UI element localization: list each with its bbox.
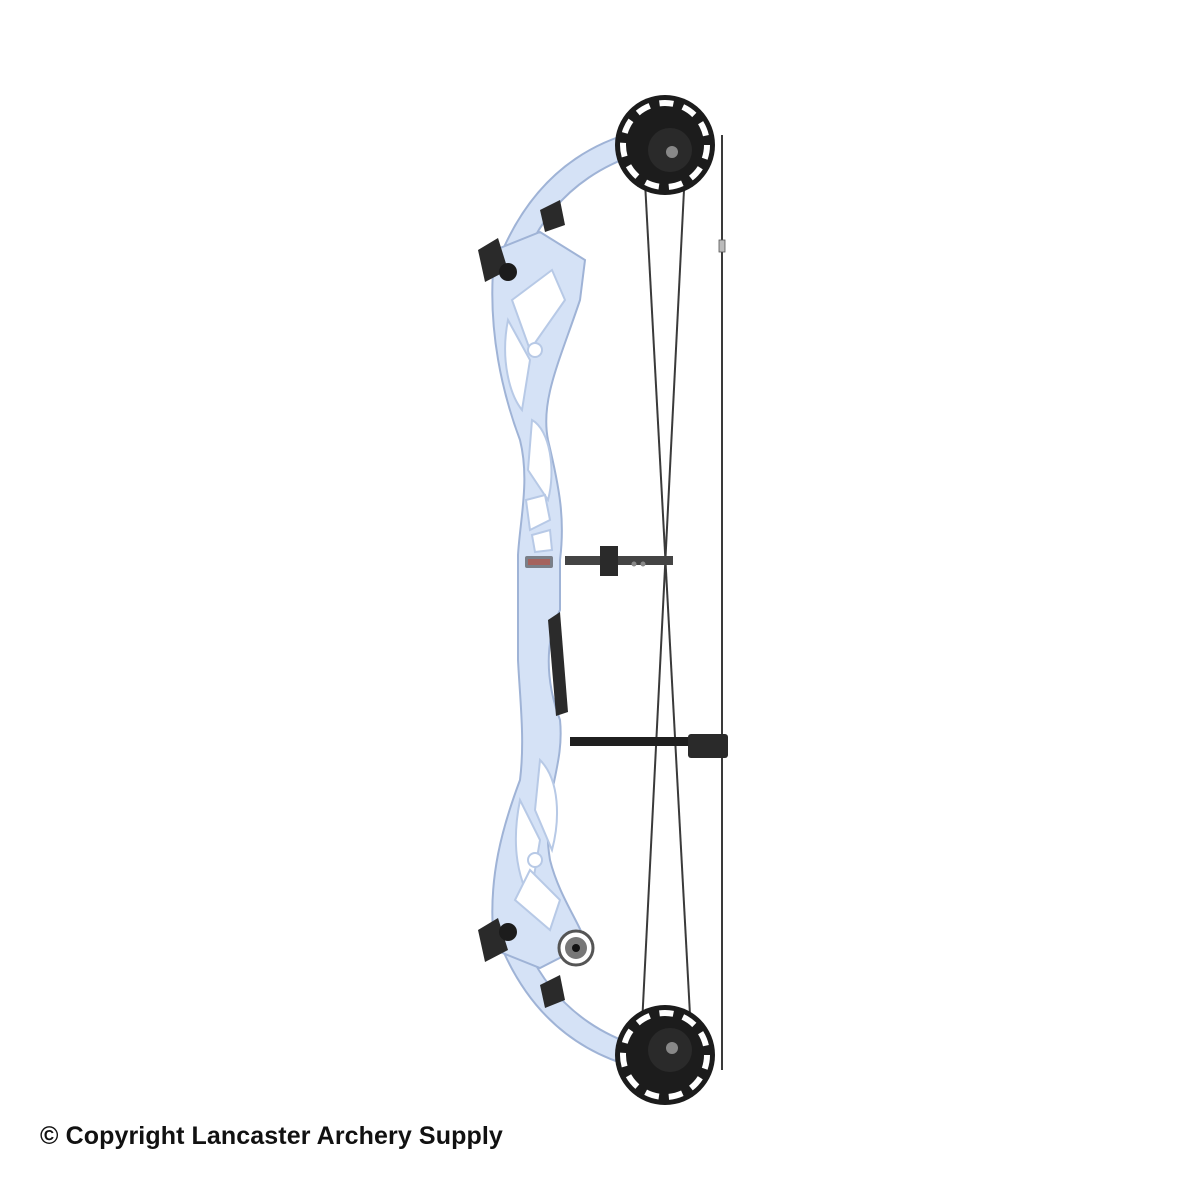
lower-cam: [615, 1005, 715, 1105]
limb-pockets: [478, 200, 565, 1008]
cable-1: [642, 144, 691, 1016]
string-serving: [718, 239, 726, 253]
arrow-rest: [565, 546, 673, 576]
riser: [491, 230, 587, 970]
bowstring-and-cables: [641, 135, 726, 1070]
cable-guard-rod: [570, 734, 728, 758]
upper-cam: [615, 95, 715, 195]
cable-2: [641, 149, 687, 1026]
copyright-watermark: © Copyright Lancaster Archery Supply: [40, 1122, 503, 1150]
riser-cutouts: [504, 268, 567, 932]
riser-logo-badge: [525, 556, 553, 568]
stabilizer-bushing: [557, 929, 595, 967]
grip: [548, 612, 568, 716]
